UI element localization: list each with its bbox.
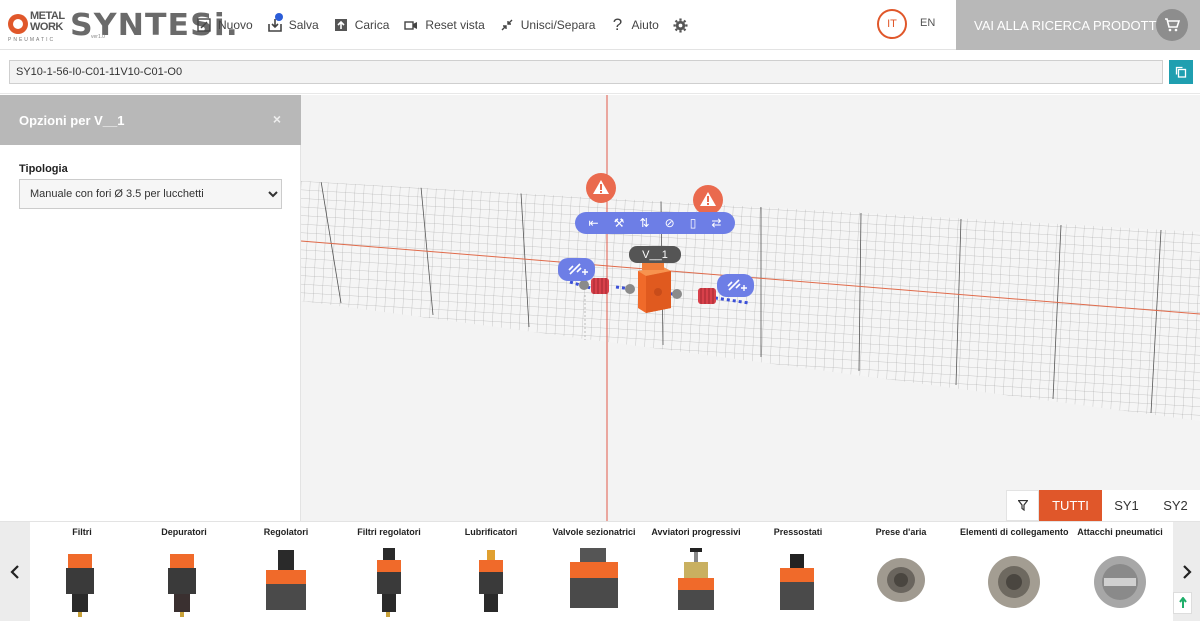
upload-icon xyxy=(333,17,349,33)
product-thumbnail xyxy=(988,556,1040,608)
help-button[interactable]: ? Aiuto xyxy=(609,15,659,34)
filter-sy2[interactable]: SY2 xyxy=(1151,490,1200,521)
link-add-icon[interactable] xyxy=(558,258,595,281)
camera-icon xyxy=(403,17,419,33)
filter-tutti[interactable]: TUTTI xyxy=(1039,490,1102,521)
product-thumbnail xyxy=(66,554,94,617)
trash-icon[interactable]: ▯ xyxy=(689,216,697,230)
product-thumbnail xyxy=(1094,556,1146,608)
right-connector-part[interactable] xyxy=(698,288,716,304)
reset-view-label: Reset vista xyxy=(425,18,485,32)
category-elementi-collegamento[interactable]: Elementi di collegamento xyxy=(960,522,1069,621)
load-label: Carica xyxy=(354,18,390,32)
copy-icon xyxy=(1175,66,1187,78)
product-search-button[interactable]: VAI ALLA RICERCA PRODOTTO xyxy=(956,0,1200,50)
wrench-icon[interactable]: ⚒ xyxy=(613,216,625,230)
scroll-top-button[interactable] xyxy=(1173,592,1192,614)
product-thumbnail xyxy=(377,548,401,617)
category-regolatori[interactable]: Regolatori xyxy=(232,522,340,621)
help-label: Aiuto xyxy=(631,18,659,32)
close-icon[interactable]: × xyxy=(272,111,281,127)
product-search-label: VAI ALLA RICERCA PRODOTTO xyxy=(974,17,1167,33)
component-context-toolbar: ⇤ ⚒ ⇅ ⊘ ▯ ⇄ xyxy=(575,212,735,234)
series-filter: TUTTI SY1 SY2 xyxy=(1006,490,1200,521)
logo-text-top: METAL xyxy=(30,10,65,22)
category-valvole-sezionatrici[interactable]: Valvole sezionatrici xyxy=(540,522,648,621)
category-lubrificatori[interactable]: Lubrificatori xyxy=(437,522,545,621)
merge-icon xyxy=(499,17,515,33)
options-panel-header: Opzioni per V__1 × xyxy=(0,95,301,145)
3d-viewport[interactable]: ⇤ ⚒ ⇅ ⊘ ▯ ⇄ V__1 xyxy=(301,95,1200,521)
warning-icon[interactable] xyxy=(693,185,723,215)
filter-sy1[interactable]: SY1 xyxy=(1102,490,1151,521)
metal-work-logo-mark xyxy=(8,14,28,34)
category-pressostati[interactable]: Pressostati xyxy=(744,522,852,621)
logo-text-bottom: WORK xyxy=(30,21,63,33)
copy-code-button[interactable] xyxy=(1169,60,1193,84)
tipologia-select[interactable]: Manuale con fori Ø 3.5 per lucchetti xyxy=(19,179,282,209)
language-en-button[interactable]: EN xyxy=(920,17,936,29)
language-it-button[interactable]: IT xyxy=(877,9,907,39)
reset-view-button[interactable]: Reset vista xyxy=(403,17,485,33)
3d-scene[interactable] xyxy=(301,95,1200,521)
toolbar: Nuovo Salva Carica Reset vista Unisci xyxy=(196,13,709,36)
product-thumbnail xyxy=(266,550,306,610)
unlink-icon[interactable]: ⊘ xyxy=(664,216,675,230)
save-icon xyxy=(267,17,283,33)
product-thumbnail xyxy=(877,558,925,602)
link-add-icon[interactable] xyxy=(717,274,754,297)
product-thumbnail xyxy=(678,548,714,610)
new-button[interactable]: Nuovo xyxy=(196,17,253,33)
gear-icon xyxy=(673,17,689,33)
edit-icon xyxy=(196,17,212,33)
prev-category-button[interactable] xyxy=(0,522,30,621)
category-bar: Filtri Depuratori Regolatori Filtri rego… xyxy=(0,521,1200,621)
load-button[interactable]: Carica xyxy=(333,17,390,33)
category-filtri-regolatori[interactable]: Filtri regolatori xyxy=(335,522,443,621)
warning-icon[interactable] xyxy=(586,173,616,203)
save-button[interactable]: Salva xyxy=(267,13,319,33)
category-depuratori[interactable]: Depuratori xyxy=(130,522,238,621)
chevron-right-icon xyxy=(1182,564,1192,579)
options-panel: Opzioni per V__1 × Tipologia Manuale con… xyxy=(0,95,301,521)
help-icon: ? xyxy=(612,15,623,34)
merge-split-button[interactable]: Unisci/Separa xyxy=(499,17,596,33)
merge-split-label: Unisci/Separa xyxy=(520,18,596,32)
chevron-left-icon xyxy=(10,564,19,579)
swap-vertical-icon[interactable]: ⇅ xyxy=(639,216,650,230)
product-thumbnail xyxy=(168,554,196,617)
category-attacchi-pneumatici[interactable]: Attacchi pneumatici xyxy=(1066,522,1174,621)
options-panel-title: Opzioni per V__1 xyxy=(19,113,125,128)
category-prese-aria[interactable]: Prese d'aria xyxy=(847,522,955,621)
logo-subtext: PNEUMATIC xyxy=(8,37,56,43)
arrow-up-icon xyxy=(1178,597,1187,608)
category-filtri[interactable]: Filtri xyxy=(28,522,136,621)
unsaved-badge xyxy=(274,13,283,21)
ground-grid xyxy=(301,181,1200,421)
product-thumbnail xyxy=(479,550,503,612)
tipologia-label: Tipologia xyxy=(19,163,68,175)
funnel-icon[interactable] xyxy=(1006,490,1039,521)
app-version: ver1.0 xyxy=(91,34,105,40)
left-connector-part[interactable] xyxy=(591,278,609,294)
product-thumbnail xyxy=(570,548,618,608)
save-label: Salva xyxy=(288,18,319,32)
cart-icon xyxy=(1156,9,1188,41)
configuration-code-field[interactable] xyxy=(9,60,1163,84)
category-avviatori-progressivi[interactable]: Avviatori progressivi xyxy=(642,522,750,621)
settings-button[interactable] xyxy=(673,17,695,33)
new-label: Nuovo xyxy=(218,18,253,32)
swap-right-icon[interactable]: ⇄ xyxy=(711,216,722,230)
component-label[interactable]: V__1 xyxy=(629,246,681,263)
product-thumbnail xyxy=(780,554,814,610)
swap-left-icon[interactable]: ⇤ xyxy=(588,216,599,230)
configuration-code-row xyxy=(0,51,1200,94)
